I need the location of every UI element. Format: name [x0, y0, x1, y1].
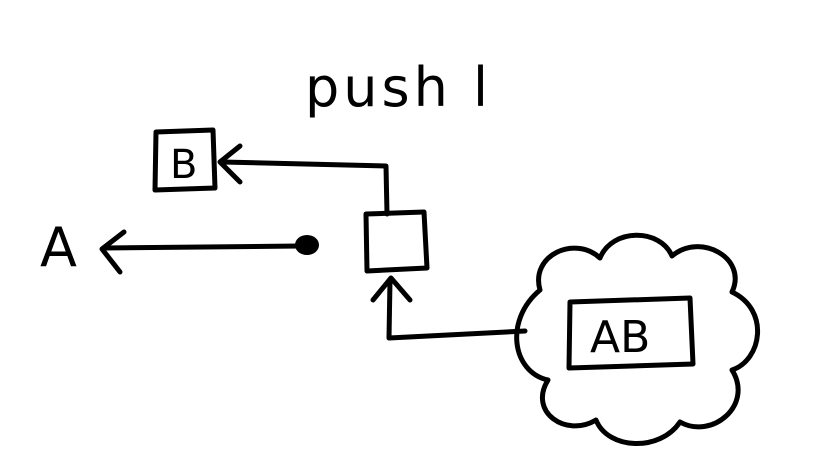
pointer-line-from-ab	[386, 277, 528, 341]
source-dot	[295, 235, 319, 255]
cloud-shape	[514, 232, 760, 446]
new-cell-box	[363, 209, 430, 274]
arrowhead-to-new-cell	[370, 275, 413, 303]
pointer-line-to-a	[101, 243, 303, 251]
pointer-line-to-b	[219, 159, 390, 217]
arrowhead-to-a	[99, 229, 127, 275]
b-label: B	[170, 142, 197, 188]
ab-box	[566, 295, 696, 371]
diagram-title: push l	[305, 56, 492, 119]
arrowhead-to-b	[217, 143, 243, 185]
b-box	[152, 127, 218, 193]
a-label: A	[40, 216, 77, 279]
ab-label: AB	[590, 312, 650, 363]
